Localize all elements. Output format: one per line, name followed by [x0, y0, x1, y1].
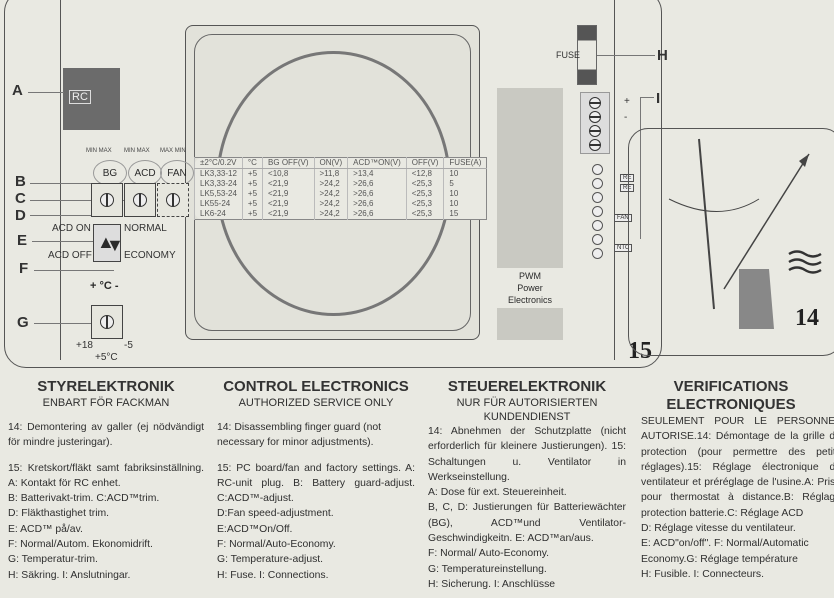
table-cell: +5: [241, 179, 263, 189]
table-cell: <12,8: [405, 168, 444, 179]
fan-connector: FAN: [614, 214, 632, 222]
relay-box: RE: [620, 174, 635, 182]
fan-trim-potentiometer[interactable]: [157, 183, 189, 217]
table-cell: >26,6: [347, 179, 407, 189]
table-cell: <10,8: [262, 168, 314, 179]
table-cell: >24,2: [313, 179, 348, 189]
table-cell: 10: [443, 168, 487, 179]
power-terminal-block: [580, 92, 610, 154]
table-cell: >24,2: [313, 209, 348, 220]
callout-c: C: [15, 190, 26, 207]
acd-trim-potentiometer[interactable]: [124, 183, 156, 217]
table-header: BG OFF(V): [262, 157, 314, 169]
acd-economy-switch[interactable]: ▲ ▼: [93, 224, 124, 262]
table-cell: <21,9: [262, 209, 314, 220]
column-french: VERIFICATIONS ELECTRONIQUES SEULEMENT PO…: [641, 378, 834, 580]
callout-b: B: [15, 173, 26, 190]
table-cell: >26,6: [347, 189, 407, 199]
table-cell: <25,3: [405, 199, 444, 209]
table-cell: <25,3: [405, 209, 444, 220]
finger-guard-removal-illustration: [668, 138, 822, 329]
table-cell: LK55-24: [194, 199, 243, 209]
table-header: OFF(V): [405, 157, 444, 169]
callout-d: D: [15, 207, 26, 224]
temperature-trim-potentiometer[interactable]: [91, 305, 123, 339]
callout-h: H: [657, 47, 668, 64]
table-cell: LK6-24: [194, 209, 243, 220]
callout-i: I: [656, 90, 661, 107]
rc-plug: RC: [63, 68, 120, 130]
fuse[interactable]: [577, 25, 597, 85]
table-cell: 15: [443, 209, 487, 220]
ntc-connector: NTC: [614, 244, 633, 252]
table-cell: >24,2: [313, 199, 348, 209]
table-header: ±2°C/0.2V: [194, 157, 243, 169]
callout-f: F: [19, 260, 29, 277]
callout-g: G: [17, 314, 29, 331]
callout-a: A: [12, 82, 23, 99]
table-cell: <25,3: [405, 189, 444, 199]
callout-e: E: [17, 232, 28, 249]
table-header: ACD™ON(V): [347, 157, 407, 169]
table-cell: 10: [443, 189, 487, 199]
table-cell: >13,4: [347, 168, 407, 179]
table-header: °C: [241, 157, 263, 169]
table-cell: +5: [241, 168, 263, 179]
table-cell: <21,9: [262, 199, 314, 209]
table-cell: >26,6: [347, 199, 407, 209]
table-cell: LK5,53-24: [194, 189, 243, 199]
table-cell: <25,3: [405, 179, 444, 189]
figure-number-14: 14: [795, 305, 819, 331]
figure-14-panel: 14: [628, 128, 834, 356]
table-header: ON(V): [313, 157, 348, 169]
table-cell: >26,6: [347, 209, 407, 220]
table-cell: +5: [241, 189, 263, 199]
bg-trim-potentiometer[interactable]: [91, 183, 123, 217]
arrow-down-icon: ▼: [106, 235, 124, 255]
table-cell: >24,2: [313, 189, 348, 199]
relay-box: RE: [620, 184, 635, 192]
table-cell: <21,9: [262, 179, 314, 189]
arrow-up-icon: ▲: [97, 232, 115, 252]
table-cell: <21,9: [262, 189, 314, 199]
table-cell: +5: [241, 209, 263, 220]
table-cell: +5: [241, 199, 263, 209]
table-cell: 5: [443, 179, 487, 189]
table-cell: LK3,33-12: [194, 168, 243, 179]
table-cell: 10: [443, 199, 487, 209]
table-header: FUSE(A): [443, 157, 487, 169]
table-cell: LK3,33-24: [194, 179, 243, 189]
table-cell: >11,8: [313, 168, 348, 179]
circuit-board: [60, 0, 615, 360]
figure-15-panel: [4, 0, 662, 368]
